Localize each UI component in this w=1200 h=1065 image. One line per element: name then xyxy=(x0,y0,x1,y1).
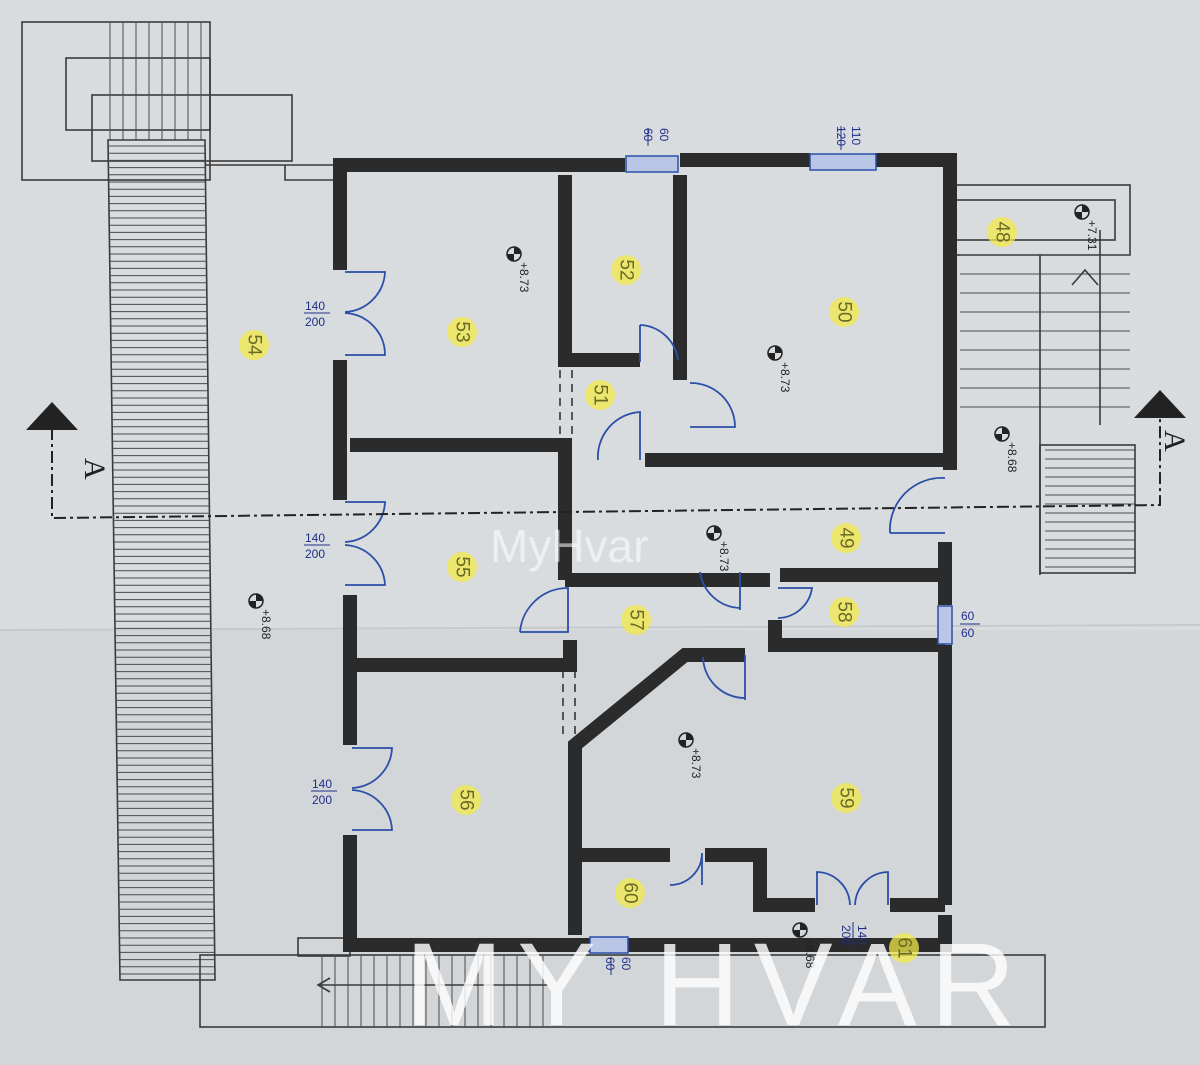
door-dimensions: 140 200 140 200 140 200 140 200 xyxy=(304,299,869,948)
terrace-edge-top2 xyxy=(284,165,340,181)
room-number-48: 48 xyxy=(992,221,1013,242)
watermark-small: MyHvar xyxy=(490,520,648,572)
room-badge-53 xyxy=(447,317,477,347)
room-number-55: 55 xyxy=(452,556,473,577)
window-dim-52-b: 60 xyxy=(641,128,655,142)
room-number-50: 50 xyxy=(834,301,855,322)
door-dim-53-height: 200 xyxy=(305,315,325,329)
doors xyxy=(344,271,946,906)
room-number-61: 61 xyxy=(894,937,915,958)
window-dim-50-b: 120 xyxy=(834,126,848,146)
level-label-57: +8.73 xyxy=(717,541,731,572)
door-dim-56-height: 200 xyxy=(312,793,332,807)
level-label-right-stair: +8.68 xyxy=(1005,442,1019,473)
room-badge-55 xyxy=(447,552,477,582)
room-number-58: 58 xyxy=(834,601,855,622)
room-badge-52 xyxy=(611,255,641,285)
room-badge-57 xyxy=(621,605,651,635)
door-dim-56-width: 140 xyxy=(312,777,332,791)
terrace-edge-top xyxy=(205,164,336,180)
level-label-61: +8.68 xyxy=(803,938,817,969)
door-dim-55-width: 140 xyxy=(305,531,325,545)
stair-bottom xyxy=(199,937,1046,1028)
interior-walls xyxy=(350,175,950,935)
opening-dashes xyxy=(559,370,576,740)
window-dim-52-a: 60 xyxy=(657,128,671,142)
door-dim-61-width: 140 xyxy=(855,925,869,945)
window-dim-58-a: 60 xyxy=(961,609,975,623)
room-badge-61 xyxy=(889,933,919,963)
room-badge-59 xyxy=(831,783,861,813)
level-label-50: +8.73 xyxy=(778,362,792,393)
watermark-large: MY HVAR xyxy=(405,919,1030,1051)
room-badge-54 xyxy=(239,330,269,360)
stair-right xyxy=(954,184,1136,575)
door-dim-53-width: 140 xyxy=(305,299,325,313)
room-badge-49 xyxy=(831,523,861,553)
windows xyxy=(589,153,953,954)
stair-left-strip xyxy=(107,139,216,981)
section-label-right: A xyxy=(1158,430,1191,452)
room-number-56: 56 xyxy=(456,789,477,810)
stair-upper-left xyxy=(21,21,293,181)
room-number-53: 53 xyxy=(452,321,473,342)
room-number-52: 52 xyxy=(616,259,637,280)
room-number-54: 54 xyxy=(244,334,265,356)
room-number-59: 59 xyxy=(836,787,857,808)
level-symbols xyxy=(248,204,1090,938)
room-badge-58 xyxy=(829,597,859,627)
level-label-48: +7.31 xyxy=(1085,220,1099,251)
room-number-51: 51 xyxy=(590,384,611,405)
room-number-57: 57 xyxy=(626,609,647,630)
window-dim-60-a: 60 xyxy=(619,957,633,971)
room-badge-56 xyxy=(451,785,481,815)
level-label-59: +8.73 xyxy=(689,748,703,779)
level-label-53: +8.73 xyxy=(517,262,531,293)
window-dim-58-b: 60 xyxy=(961,626,975,640)
section-line xyxy=(26,390,1186,520)
room-number-49: 49 xyxy=(836,527,857,548)
window-dim-60-b: 60 xyxy=(603,957,617,971)
window-dimensions: 60 60 110 120 60 60 60 60 xyxy=(603,126,980,975)
door-dim-55-height: 200 xyxy=(305,547,325,561)
room-badges: 54 53 52 50 48 51 55 49 57 58 56 59 60 61 xyxy=(239,217,1017,963)
room-badge-50 xyxy=(829,297,859,327)
window-dim-50-a: 110 xyxy=(849,126,863,145)
room-badge-48 xyxy=(987,217,1017,247)
section-label-left: A xyxy=(78,458,111,480)
paper-fold-line xyxy=(0,624,1200,631)
room-badge-60 xyxy=(615,878,645,908)
room-badge-51 xyxy=(585,380,615,410)
door-dim-61-height: 200 xyxy=(839,925,853,945)
level-label-54: +8.68 xyxy=(259,609,273,640)
room-number-60: 60 xyxy=(620,882,641,903)
